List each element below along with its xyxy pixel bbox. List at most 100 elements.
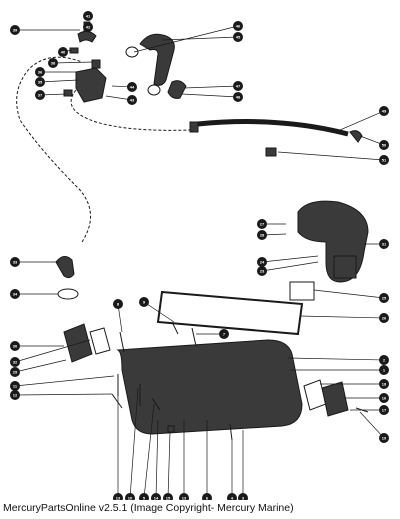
callout-45: 45 (233, 32, 243, 42)
callout-bubble (257, 257, 267, 267)
callout-37: 37 (35, 90, 45, 100)
vent-hose-dashed-route (16, 56, 191, 243)
callout-number: 51 (382, 158, 387, 163)
clamp-46 (125, 46, 139, 58)
hose-connector-47 (167, 80, 187, 99)
end-gasket-32 (89, 327, 111, 355)
plug-15 (167, 425, 175, 433)
callout-number: 18 (382, 382, 387, 387)
callout-25: 25 (379, 293, 389, 303)
callout-number: 15 (166, 496, 171, 501)
stud-8 (119, 331, 125, 353)
callout-bubble (379, 239, 389, 249)
callout-leader-11 (14, 375, 115, 387)
callout-bubble (127, 82, 137, 92)
callout-bubble (379, 433, 389, 443)
callout-number: 44 (130, 85, 135, 90)
callout-number: 27 (260, 222, 265, 227)
callout-number: 16 (382, 396, 387, 401)
callout-number: 37 (38, 93, 43, 98)
callout-47: 47 (233, 81, 243, 91)
callout-39: 39 (10, 25, 20, 35)
end-gasket-18 (303, 379, 327, 411)
callout-10: 10 (125, 493, 135, 500)
callout-number: 30 (13, 344, 18, 349)
callout-leader-45 (161, 36, 239, 41)
callout-number: 41 (86, 14, 91, 19)
callout-19: 19 (379, 433, 389, 443)
callout-number: 23 (260, 269, 265, 274)
callout-28: 28 (257, 230, 267, 240)
callout-leader-25 (313, 289, 385, 299)
callout-3: 3 (238, 493, 248, 500)
callout-leader-29 (14, 359, 67, 373)
callout-bubble (83, 22, 93, 32)
bolt-12 (111, 393, 123, 409)
callout-bubble (257, 230, 267, 240)
callout-leader-12 (14, 393, 113, 396)
callout-15: 15 (163, 493, 173, 500)
callout-26: 26 (379, 313, 389, 323)
callout-bubble (233, 81, 243, 91)
callout-bubble (233, 21, 243, 31)
callout-number: 26 (382, 316, 387, 321)
callout-number: 49 (382, 109, 387, 114)
callout-23: 23 (257, 266, 267, 276)
callout-leader-lines (14, 25, 385, 499)
callout-number: 25 (382, 296, 387, 301)
callout-31: 31 (379, 239, 389, 249)
callout-32: 32 (10, 357, 20, 367)
callout-number: 43 (130, 98, 135, 103)
callout-49: 49 (379, 106, 389, 116)
stud-7 (191, 327, 197, 347)
bolt-9 (171, 321, 179, 335)
callout-number: 8 (117, 302, 120, 307)
callout-2: 2 (379, 355, 389, 365)
callout-number: 13 (182, 496, 187, 501)
callout-number: 45 (236, 35, 241, 40)
callout-bubble (35, 67, 45, 77)
callout-8: 8 (113, 299, 123, 309)
callout-leader-35 (39, 79, 79, 83)
callout-16: 16 (379, 393, 389, 403)
callout-number: 9 (143, 300, 146, 305)
callout-1: 1 (379, 365, 389, 375)
clamp-34 (57, 288, 79, 300)
callout-43: 43 (127, 95, 137, 105)
callout-number: 19 (382, 436, 387, 441)
elbow-gasket-25 (289, 281, 315, 301)
callout-number: 47 (236, 84, 241, 89)
callout-bubble (257, 266, 267, 276)
manifold-gasket-26 (156, 290, 304, 336)
callout-number: 40 (61, 50, 66, 55)
callout-bubble (10, 381, 20, 391)
callout-number: 4 (231, 496, 234, 501)
callout-30: 30 (10, 341, 20, 351)
callout-bubble (125, 493, 135, 500)
callout-bubble (379, 313, 389, 323)
callout-bubble (379, 393, 389, 403)
callout-35: 35 (35, 77, 45, 87)
callout-number: 13 (116, 496, 121, 501)
callout-bubble (83, 11, 93, 21)
clip-51 (265, 147, 277, 157)
callout-bubble (58, 47, 68, 57)
callout-50: 50 (379, 140, 389, 150)
callout-number: 35 (38, 80, 43, 85)
callout-leader-15 (167, 431, 171, 499)
callout-13: 13 (179, 493, 189, 500)
callout-24: 24 (257, 257, 267, 267)
callout-18: 18 (379, 379, 389, 389)
callout-bubble (35, 77, 45, 87)
callout-27: 27 (257, 219, 267, 229)
callout-14: 14 (151, 493, 161, 500)
end-cover-16 (321, 381, 349, 417)
valve-body-35 (75, 67, 107, 103)
callout-number: 1 (383, 368, 386, 373)
callout-11: 11 (10, 381, 20, 391)
callout-bubble (139, 297, 149, 307)
callout-bubble (10, 289, 20, 299)
callout-bubble (10, 390, 20, 400)
callout-number: 17 (382, 408, 387, 413)
